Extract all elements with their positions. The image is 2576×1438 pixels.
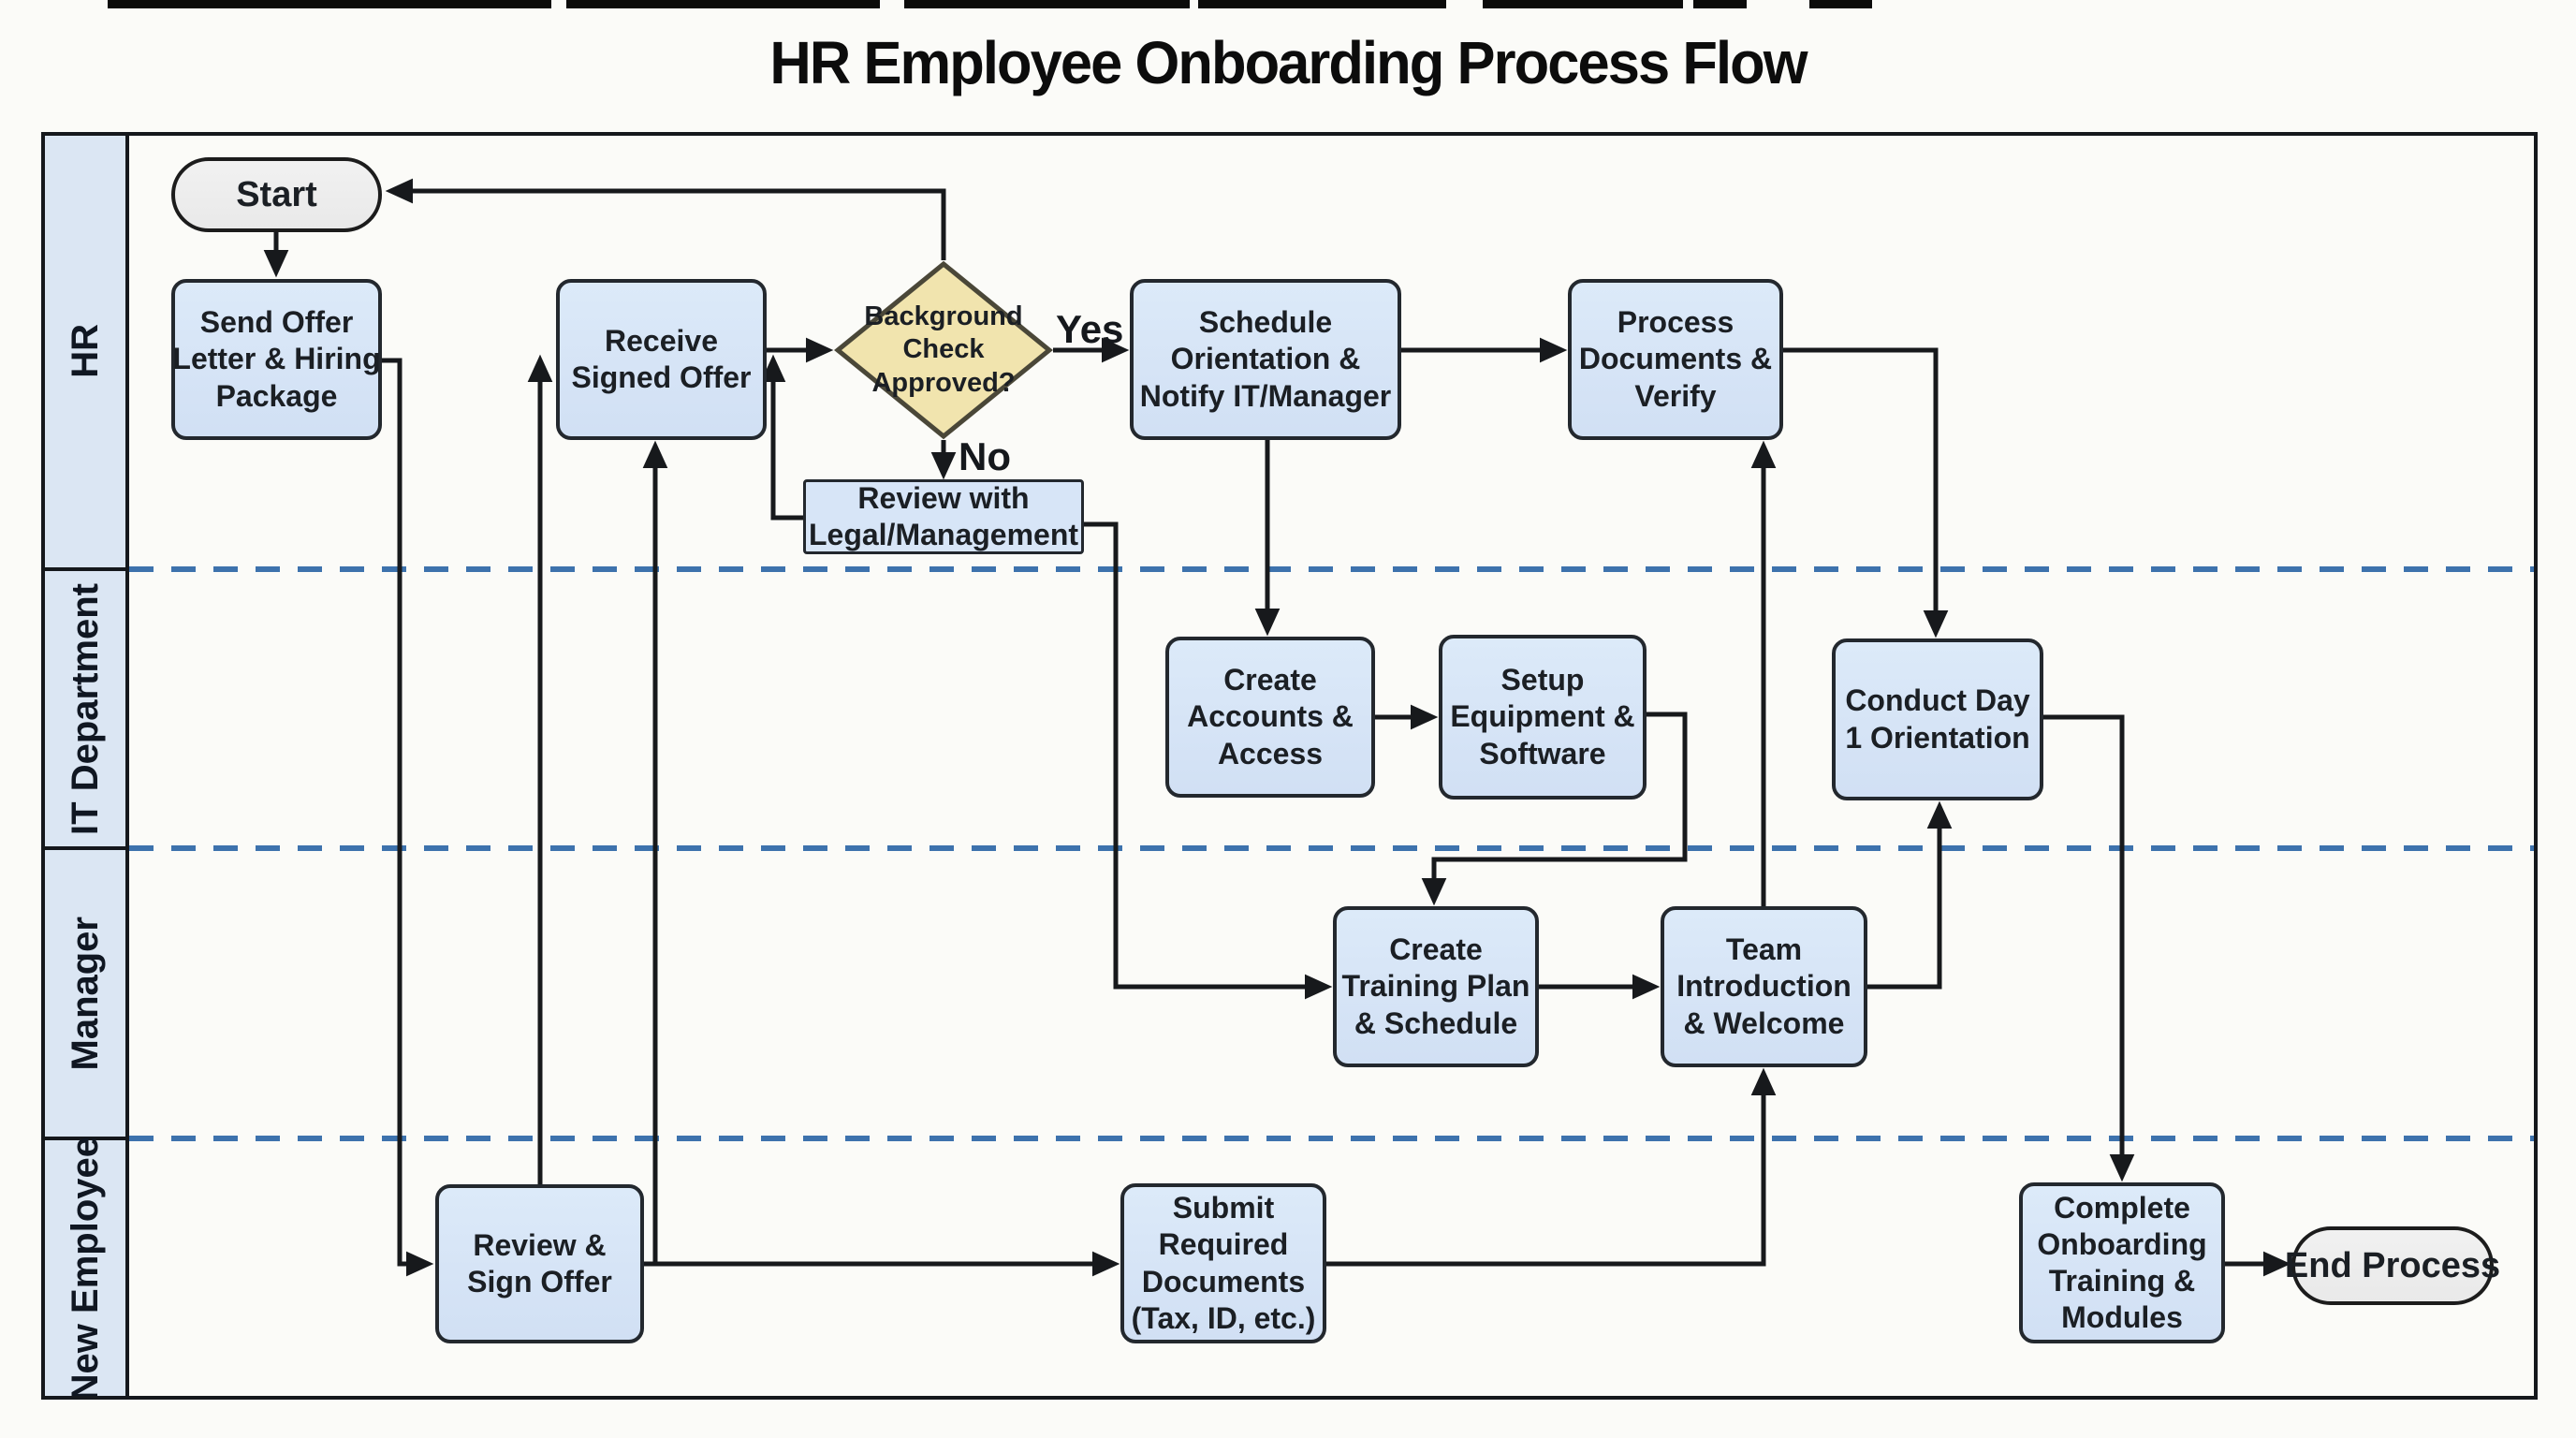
top-artifact-bar: [1483, 0, 1683, 8]
node-background-check-decision: Background Check Approved?: [834, 260, 1053, 440]
edge-conductday1-complete: [2043, 714, 2135, 1182]
node-label: Review with Legal/Management: [808, 480, 1079, 551]
edge-teamintro-conductday1: [1867, 800, 1953, 990]
node-conduct-day1-orientation: Conduct Day 1 Orientation: [1832, 638, 2043, 800]
node-label: Setup Equipment & Software: [1450, 663, 1635, 770]
top-artifact-bar: [904, 0, 1190, 8]
node-review-sign-offer: Review & Sign Offer: [435, 1184, 644, 1343]
top-artifact-bar: [1693, 0, 1747, 8]
lane-divider-hr-it: [129, 566, 2538, 572]
lane-separator: [41, 846, 129, 850]
node-label: Schedule Orientation & Notify IT/Manager: [1139, 305, 1392, 413]
top-artifact-bar: [566, 0, 880, 8]
node-label: Submit Required Documents (Tax, ID, etc.…: [1131, 1191, 1316, 1335]
top-artifact-bar: [108, 0, 551, 8]
node-label: Complete Onboarding Training & Modules: [2037, 1190, 2207, 1335]
node-label: Process Documents & Verify: [1578, 305, 1773, 413]
node-receive-signed-offer: Receive Signed Offer: [556, 279, 767, 440]
edge-processdocs-conductday1: [1783, 347, 1949, 638]
lane-divider-manager-newemployee: [129, 1136, 2538, 1141]
node-label: Background Check Approved?: [864, 301, 1023, 398]
node-send-offer: Send Offer Letter & Hiring Package: [171, 279, 382, 440]
edge-sendoffer-reviewsign: [382, 358, 434, 1277]
node-label: Send Offer Letter & Hiring Package: [172, 305, 381, 413]
page-title: HR Employee Onboarding Process Flow: [769, 29, 1808, 96]
node-end-process: End Process: [2285, 1226, 2500, 1305]
node-create-training-plan: Create Training Plan & Schedule: [1333, 906, 1539, 1067]
node-label: Conduct Day 1 Orientation: [1845, 683, 2030, 755]
node-submit-documents: Submit Required Documents (Tax, ID, etc.…: [1120, 1183, 1326, 1343]
node-start: Start: [171, 157, 382, 232]
node-label: Start: [236, 174, 317, 214]
node-label: Team Introduction & Welcome: [1676, 932, 1852, 1040]
node-label: Review & Sign Offer: [467, 1227, 612, 1299]
lane-header-column: [41, 132, 129, 1400]
node-label: End Process: [2284, 1245, 2501, 1285]
diamond-shape: [834, 260, 1053, 440]
node-label: Receive Signed Offer: [571, 323, 752, 394]
node-complete-onboarding: Complete Onboarding Training & Modules: [2019, 1182, 2225, 1343]
edge-submitdocs-teamintro: [1326, 1067, 1777, 1267]
top-artifact-bar: [1809, 0, 1872, 8]
node-team-introduction: Team Introduction & Welcome: [1661, 906, 1867, 1067]
edge-setup-createtraining: [1421, 712, 1688, 906]
node-create-accounts: Create Accounts & Access: [1165, 637, 1375, 798]
edge-reviewlegal-createtraining: [1084, 521, 1333, 1000]
node-schedule-orientation: Schedule Orientation & Notify IT/Manager: [1130, 279, 1401, 440]
edge-reviewlegal-loop: [760, 354, 803, 521]
lane-divider-it-manager: [129, 845, 2538, 851]
lane-separator: [41, 567, 129, 571]
top-artifact-bar: [1198, 0, 1446, 8]
lane-separator: [41, 1137, 129, 1140]
node-review-legal: Review with Legal/Management: [803, 479, 1084, 554]
node-process-documents: Process Documents & Verify: [1568, 279, 1783, 440]
edge-label-no: No: [959, 434, 1011, 478]
node-label: Create Accounts & Access: [1187, 663, 1354, 770]
node-label: Create Training Plan & Schedule: [1341, 932, 1530, 1040]
edge-label-yes: Yes: [1056, 307, 1124, 351]
node-setup-equipment: Setup Equipment & Software: [1439, 635, 1647, 800]
edge-check-loop-start: [385, 178, 946, 260]
